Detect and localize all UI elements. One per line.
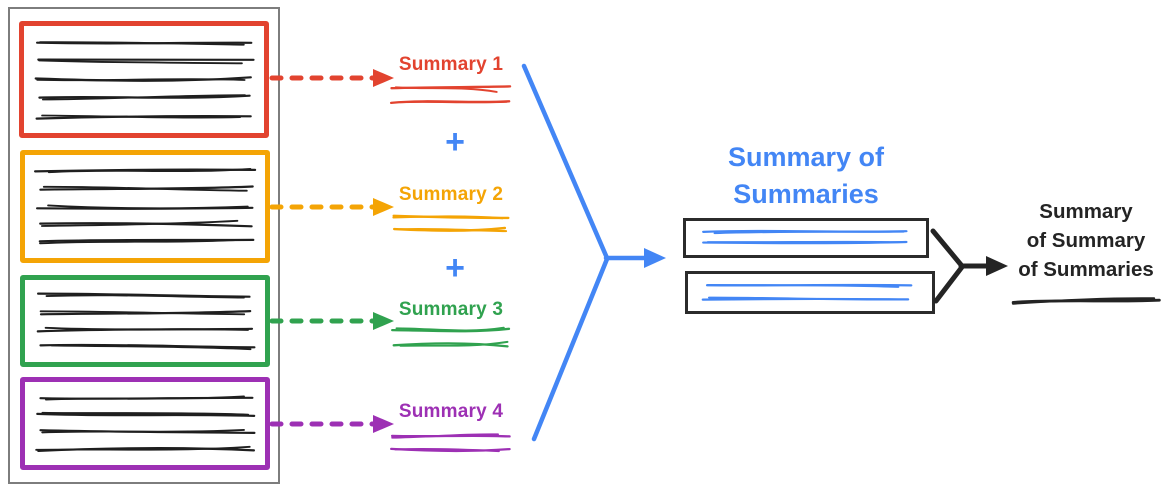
summary-4-scribble: [385, 427, 513, 458]
document-4-text-scribble: [33, 389, 257, 458]
final-merge-line-bottom: [933, 264, 965, 304]
document-2: [20, 150, 270, 263]
summary-2-scribble: [387, 211, 511, 236]
merge-line-bottom: [531, 256, 610, 442]
summary-of-summaries-title-line2: Summaries: [733, 179, 879, 209]
summary-3-scribble: [389, 324, 511, 352]
plus-operator-1: +: [445, 123, 465, 161]
final-summary-title-line3: of Summaries: [1018, 258, 1154, 281]
summary-of-summaries-title-line1: Summary of: [727, 142, 885, 172]
summary-4-label: Summary 4: [398, 401, 504, 422]
final-summary-scribble: [1007, 292, 1161, 309]
document-1: [19, 21, 269, 138]
summary-2-label: Summary 2: [398, 184, 504, 205]
final-summary-title: Summary of Summary of Summaries: [1010, 197, 1162, 284]
summary-1-label: Summary 1: [398, 54, 504, 75]
document-2-text-scribble: [33, 162, 257, 251]
final-summary-title-line1: Summary: [1039, 200, 1133, 223]
summary-3-label: Summary 3: [398, 299, 504, 320]
document-3-text-scribble: [33, 287, 257, 355]
document-1-text-scribble: [32, 33, 256, 126]
document-4: [20, 377, 270, 470]
final-summary-title-line2: of Summary: [1026, 229, 1146, 252]
summary-of-summaries-scribble-2: [701, 278, 914, 306]
document-3: [20, 275, 270, 367]
summary-of-summaries-scribble-1: [699, 225, 908, 250]
summary-of-summaries-box-2: [685, 271, 935, 314]
merge-line-top: [521, 63, 610, 261]
final-merge-line-top: [930, 228, 965, 269]
summary-of-summaries-box-1: [683, 218, 929, 258]
summary-of-summaries-title: Summary of Summaries: [681, 139, 931, 213]
plus-operator-2: +: [445, 249, 465, 287]
summary-1-scribble: [389, 82, 512, 108]
